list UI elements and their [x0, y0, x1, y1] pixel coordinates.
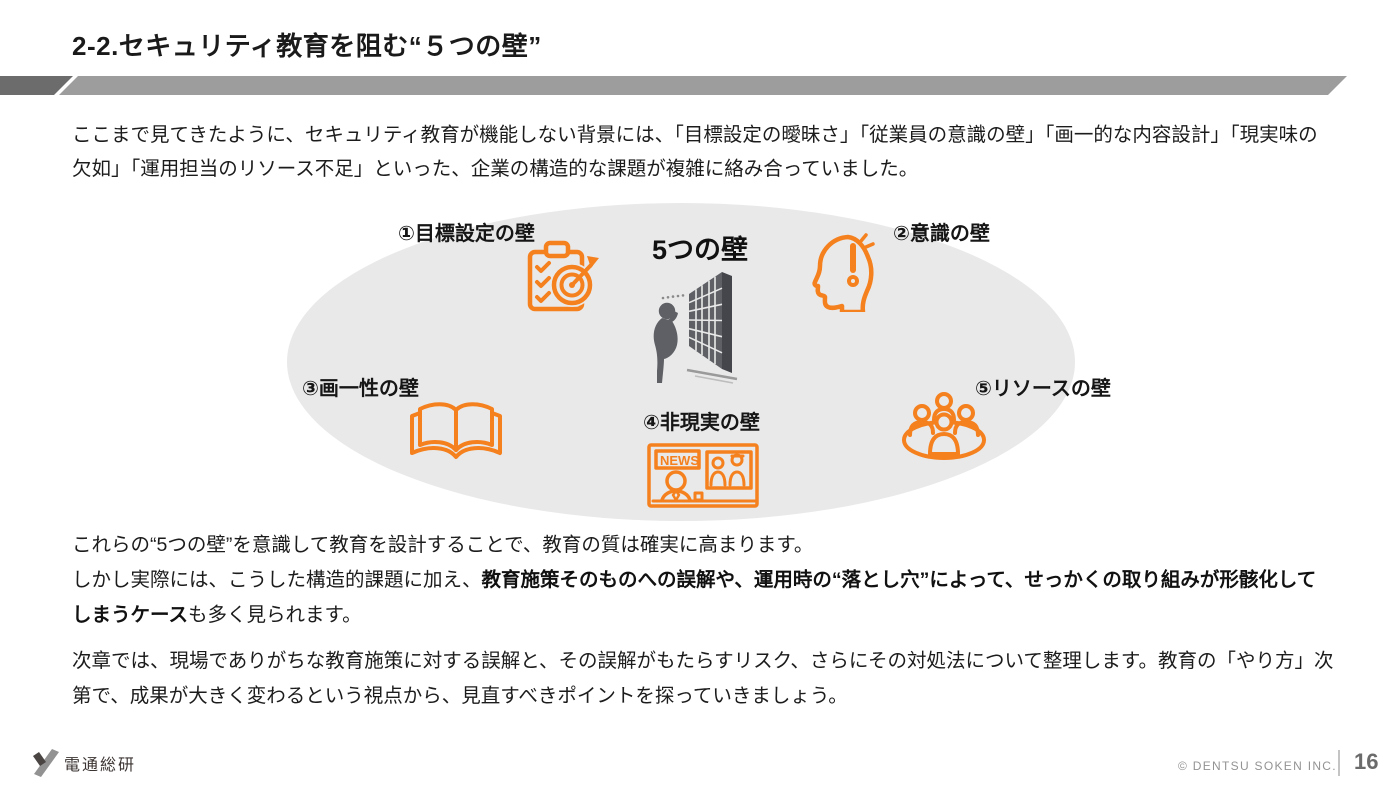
- page-number: 16: [1354, 749, 1379, 774]
- news-broadcast-icon: NEWS: [647, 443, 759, 508]
- dentsu-soken-logo-icon: [33, 749, 59, 777]
- closing-paragraph: 次章では、現場でありがちな教育施策に対する誤解と、その誤解がもたらすリスク、さら…: [72, 650, 1334, 707]
- middle-paragraph: これらの“5つの壁”を意識して教育を設計することで、教育の質は確実に高まります。…: [72, 528, 1334, 633]
- title-banner-light-segment: [59, 76, 1347, 95]
- intro-paragraph: ここまで見てきたように、セキュリティ教育が機能しない背景には、「目標設定の曖昧さ…: [72, 124, 1318, 180]
- wall-label-goal-setting: ①目標設定の壁: [398, 223, 535, 245]
- page-title: 2-2.セキュリティ教育を阻む“５つの壁”: [72, 31, 542, 61]
- svg-text:NEWS: NEWS: [660, 453, 699, 468]
- wall-label-unrealistic: ④非現実の壁: [643, 412, 760, 434]
- copyright-text: © DENTSU SOKEN INC.: [1178, 759, 1337, 773]
- wall-label-resource: ⑤リソースの壁: [975, 378, 1111, 400]
- footer-divider: [1338, 750, 1340, 776]
- head-exclamation-icon: [812, 233, 875, 312]
- company-logo-text: 電通総研: [64, 757, 137, 774]
- wall-label-uniformity: ③画一性の壁: [302, 378, 419, 400]
- clipboard-target-icon: [527, 240, 599, 312]
- diagram-center-title: 5つの壁: [652, 235, 749, 265]
- people-group-icon: [902, 392, 986, 460]
- title-banner-dark-segment: [0, 76, 73, 95]
- company-logo: 電通総研: [32, 749, 136, 777]
- person-facing-wall-illustration: [653, 272, 738, 384]
- middle-paragraph-line2: しかし実際には、こうした構造的課題に加え、教育施策そのものへの誤解や、運用時の“…: [72, 569, 1317, 626]
- open-book-icon: [410, 402, 502, 459]
- middle-paragraph-line1: これらの“5つの壁”を意識して教育を設計することで、教育の質は確実に高まります。: [72, 534, 814, 556]
- wall-label-awareness: ②意識の壁: [893, 223, 990, 245]
